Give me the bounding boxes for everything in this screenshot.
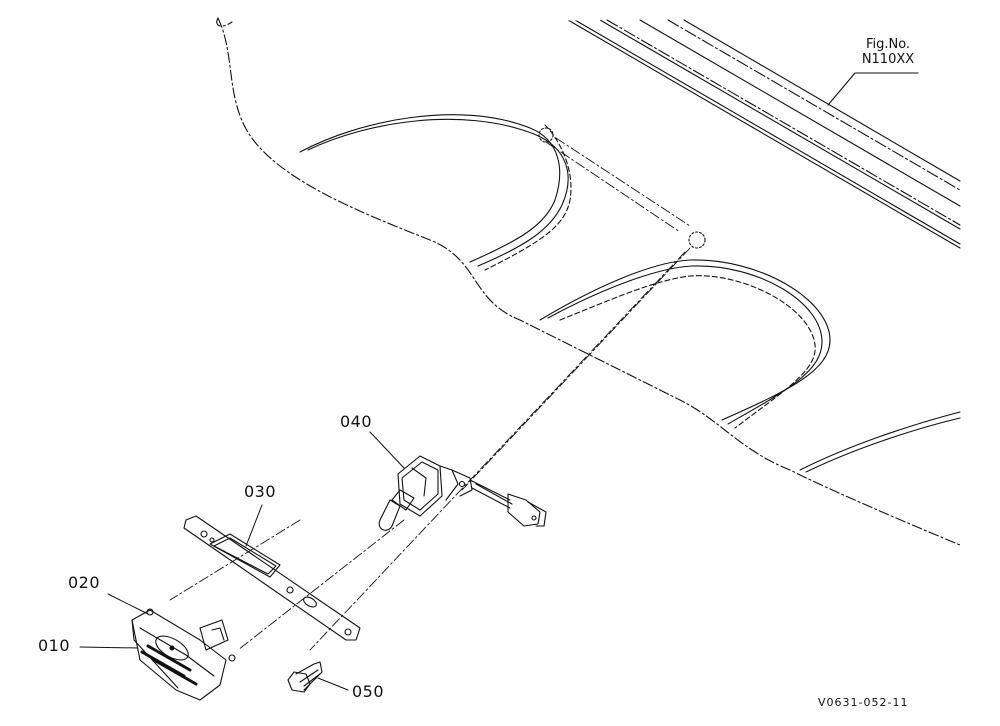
cover-outline-top xyxy=(217,18,232,26)
part-label-050[interactable]: 050 xyxy=(352,682,385,701)
part-label-020[interactable]: 020 xyxy=(68,573,101,592)
mount-point xyxy=(539,128,705,248)
mounting-plate xyxy=(184,516,360,640)
figure-number-label: Fig.No. N110XX xyxy=(855,37,921,68)
fig-number: N110XX xyxy=(861,51,915,67)
switch-boot xyxy=(132,609,235,700)
assembly-line xyxy=(170,138,690,650)
cover-outline xyxy=(218,18,960,545)
part-label-040[interactable]: 040 xyxy=(340,412,373,431)
drawing-code: V0631-052-11 xyxy=(818,696,909,709)
part-label-010[interactable]: 010 xyxy=(38,636,71,655)
part-label-030[interactable]: 030 xyxy=(244,482,277,501)
fig-label: Fig.No. xyxy=(865,37,911,52)
screw xyxy=(288,662,322,692)
leader-lines xyxy=(80,432,404,690)
toggle-switch xyxy=(379,456,546,530)
frame-rail xyxy=(565,20,960,248)
fig-leader-line xyxy=(828,73,918,105)
guard-tube xyxy=(300,115,960,472)
